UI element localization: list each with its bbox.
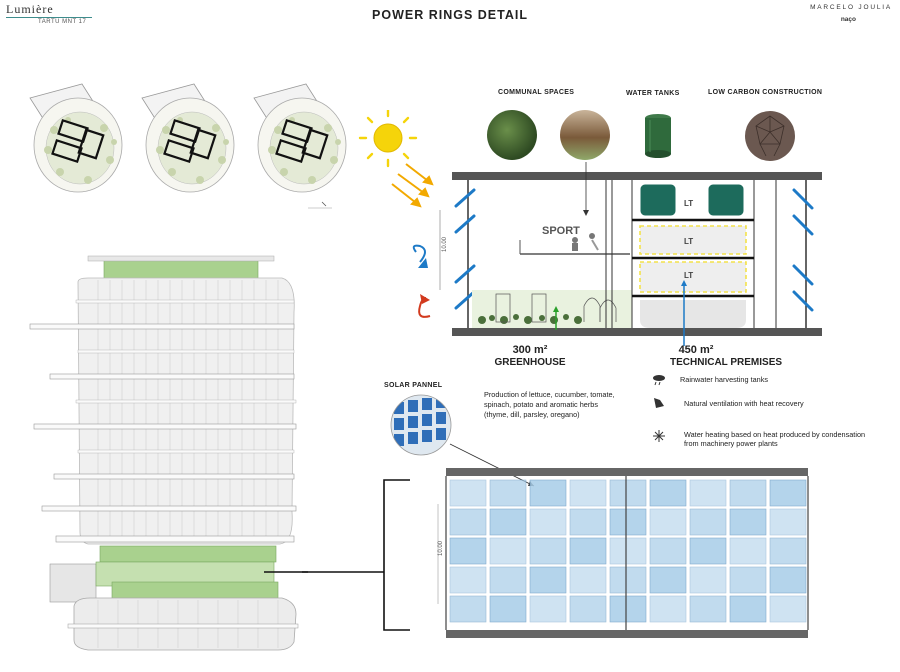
facade-panel bbox=[529, 595, 567, 623]
facade-panel bbox=[569, 479, 607, 507]
brand-name: MARCELO JOULIA bbox=[810, 4, 892, 11]
air-outflow-icon bbox=[418, 294, 431, 318]
greenhouse-area: 300 m² bbox=[512, 344, 548, 356]
low-carbon-photo bbox=[745, 111, 795, 161]
facade-panel bbox=[649, 537, 687, 565]
climate-arrows bbox=[358, 110, 434, 318]
communal-photo-greenery bbox=[487, 110, 537, 160]
facade-panel bbox=[729, 595, 767, 623]
facade-panel bbox=[769, 508, 807, 536]
lt-label-1: LT bbox=[684, 199, 693, 208]
facade-panel bbox=[609, 566, 647, 594]
facade-panel bbox=[689, 508, 727, 536]
site-plans bbox=[29, 83, 347, 209]
water-tank-icon bbox=[645, 114, 671, 158]
facade-panel bbox=[569, 508, 607, 536]
facade-panel bbox=[729, 508, 767, 536]
facade-dim: 10.00 bbox=[438, 540, 444, 556]
facade-panel bbox=[689, 566, 727, 594]
sport-label: SPORT bbox=[542, 225, 580, 237]
facade-panel bbox=[729, 479, 767, 507]
facade-panel bbox=[529, 537, 567, 565]
facade-panel bbox=[649, 595, 687, 623]
facade-panel bbox=[489, 595, 527, 623]
facade-panel bbox=[489, 508, 527, 536]
rain-icon bbox=[653, 375, 665, 386]
technical-label: TECHNICAL PREMISES bbox=[670, 357, 783, 368]
solar-panel-heading: SOLAR PANNEL bbox=[384, 382, 443, 389]
site-plan-2 bbox=[141, 83, 235, 193]
facade-panel bbox=[649, 508, 687, 536]
legend-item-heating: Water heating based on heat produced by … bbox=[684, 430, 866, 448]
facade-panel bbox=[689, 479, 727, 507]
facade-panel bbox=[449, 479, 487, 507]
facade-panel bbox=[689, 595, 727, 623]
lt-label-2: LT bbox=[684, 237, 693, 246]
communal-photo-greenhouse bbox=[560, 110, 610, 160]
legend-item-ventilation: Natural ventilation with heat recovery bbox=[684, 399, 804, 408]
facade-panel bbox=[529, 479, 567, 507]
building-elevation bbox=[29, 255, 308, 651]
facade-panel bbox=[569, 566, 607, 594]
facade-panel bbox=[529, 508, 567, 536]
section-dim: 10.00 bbox=[442, 236, 448, 252]
wind-icon bbox=[654, 398, 664, 408]
facade-panel bbox=[609, 508, 647, 536]
site-plan-3 bbox=[253, 83, 347, 193]
section-drawing: 10.00 SPORT L bbox=[439, 162, 822, 346]
facade-panel bbox=[569, 595, 607, 623]
facade-bracket bbox=[302, 479, 410, 631]
facade-panel bbox=[449, 595, 487, 623]
technical-area: 450 m² bbox=[678, 344, 714, 356]
facade-panel bbox=[729, 566, 767, 594]
logo-subtitle: TARTU MNT 17 bbox=[38, 19, 87, 25]
facade-panel-grid: 10.00 bbox=[437, 468, 809, 638]
solar-description: Production of lettuce, cucumber, tomate,… bbox=[484, 390, 615, 419]
facade-panel bbox=[729, 537, 767, 565]
facade-panel bbox=[569, 537, 607, 565]
facade-panel bbox=[529, 566, 567, 594]
facade-panel bbox=[769, 537, 807, 565]
air-inflow-icon bbox=[412, 244, 428, 268]
facade-panel bbox=[489, 479, 527, 507]
facade-panel bbox=[769, 566, 807, 594]
facade-panel bbox=[689, 537, 727, 565]
greenhouse-label: GREENHOUSE bbox=[494, 357, 566, 368]
facade-panel bbox=[489, 537, 527, 565]
facade-panel bbox=[449, 508, 487, 536]
legend-item-rain: Rainwater harvesting tanks bbox=[680, 375, 769, 384]
facade-panel bbox=[649, 479, 687, 507]
water-tanks-heading: WATER TANKS bbox=[626, 90, 680, 97]
lt-label-3: LT bbox=[684, 271, 693, 280]
solar-panel-photo bbox=[390, 394, 452, 456]
logo-underline bbox=[6, 17, 92, 18]
facade-panel bbox=[609, 479, 647, 507]
site-plan-1 bbox=[29, 83, 123, 193]
facade-panel bbox=[769, 479, 807, 507]
facade-panel bbox=[449, 566, 487, 594]
page-title: POWER RINGS DETAIL bbox=[372, 8, 528, 22]
facade-panel bbox=[609, 595, 647, 623]
facade-panel bbox=[649, 566, 687, 594]
logo: Lumière bbox=[6, 2, 54, 16]
brand-sub: naço bbox=[840, 16, 856, 23]
facade-panel bbox=[489, 566, 527, 594]
communal-spaces-heading: COMMUNAL SPACES bbox=[498, 89, 575, 96]
snowflake-icon bbox=[653, 430, 665, 442]
facade-panel bbox=[449, 537, 487, 565]
low-carbon-heading: LOW CARBON CONSTRUCTION bbox=[708, 89, 823, 96]
legend-icons bbox=[653, 375, 665, 442]
north-arrow-icon bbox=[308, 201, 332, 209]
facade-panel bbox=[769, 595, 807, 623]
sun-icon bbox=[358, 110, 418, 168]
sport-figure-icon bbox=[572, 233, 599, 251]
facade-panel bbox=[609, 537, 647, 565]
